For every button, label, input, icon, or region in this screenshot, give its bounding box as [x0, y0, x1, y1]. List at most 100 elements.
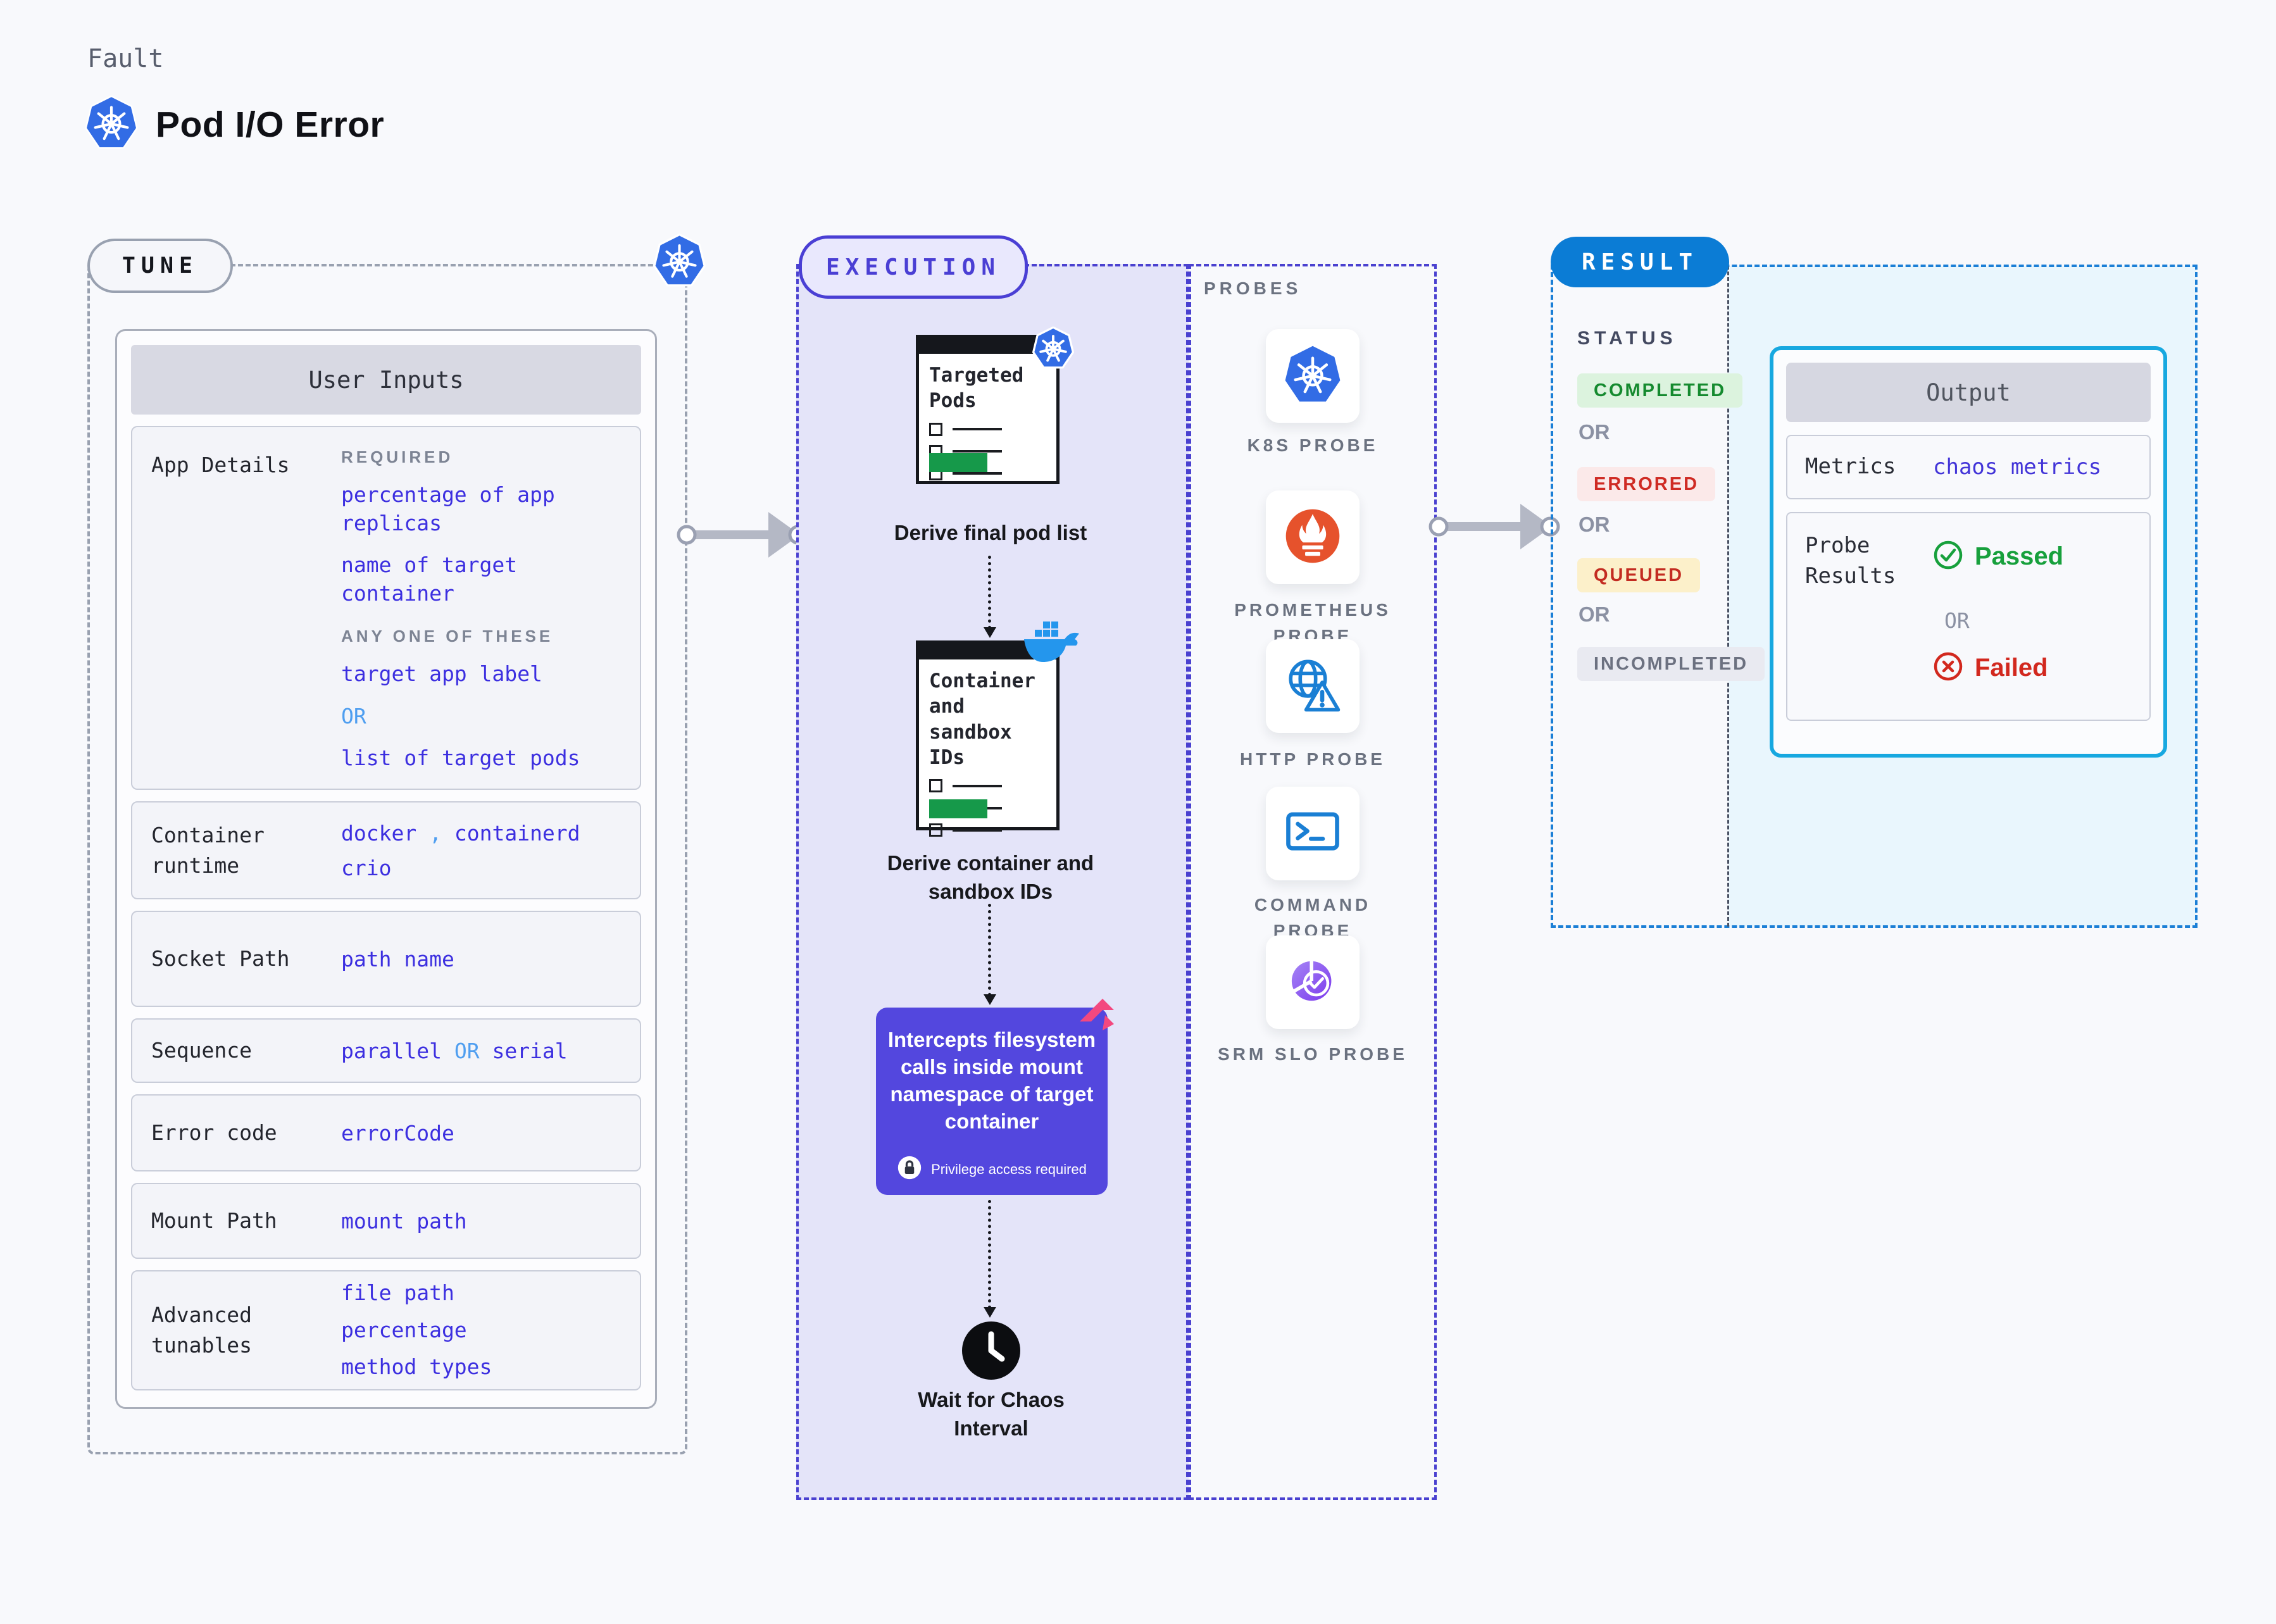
flow-arrow-icon	[1428, 489, 1561, 568]
probe-label: HTTP PROBE	[1240, 749, 1385, 769]
status-badge-queued: QUEUED	[1577, 558, 1701, 592]
container-runtime-row: Container runtime docker , containerd cr…	[131, 801, 641, 899]
probe-label: PROMETHEUS PROBE	[1234, 600, 1391, 646]
checklist-item	[929, 823, 1056, 837]
clock-icon	[961, 1320, 1022, 1384]
progress-bar	[929, 453, 987, 472]
execution-badge: EXECUTION	[799, 235, 1028, 299]
failed-text: Failed	[1975, 654, 2048, 682]
probe-label: SRM SLO PROBE	[1218, 1044, 1408, 1064]
app-details-row: App Details REQUIRED percentage of app r…	[131, 426, 641, 790]
result-section	[1551, 265, 2198, 928]
probe-card	[1266, 787, 1360, 880]
container-sandbox-ids-card: Container and sandbox IDs	[916, 640, 1060, 837]
card-title: Container and sandbox IDs	[929, 670, 1035, 769]
kubernetes-icon	[85, 95, 138, 154]
targeted-pods-card: Targeted Pods	[916, 335, 1060, 484]
required-caption: REQUIRED	[341, 447, 454, 466]
probe-result-failed: Failed	[1933, 651, 2048, 685]
input-value: list of target pods	[341, 746, 580, 771]
row-label: Metrics	[1805, 454, 1896, 480]
fault-eyebrow: Fault	[87, 44, 164, 73]
docker-icon	[1020, 620, 1084, 673]
row-label: App Details	[151, 453, 290, 477]
flow-connector	[984, 556, 996, 638]
status-badge-incompleted: INCOMPLETED	[1577, 647, 1765, 681]
probe-result-passed: Passed	[1933, 540, 2063, 573]
input-value: percentage	[341, 1317, 467, 1342]
probe-card	[1266, 935, 1360, 1029]
metrics-row: Metrics chaos metrics	[1786, 435, 2151, 499]
kubernetes-icon	[1032, 326, 1075, 373]
probe-card	[1266, 639, 1360, 733]
step-caption: Wait for Chaos Interval	[918, 1388, 1065, 1440]
mount-path-row: Mount Path mount path	[131, 1183, 641, 1259]
probes-label: PROBES	[1204, 278, 1302, 298]
fault-injection-step: Intercepts filesystem calls inside mount…	[876, 1008, 1108, 1195]
prometheus-icon	[1284, 507, 1342, 568]
input-value: percentage of app replicas	[341, 482, 555, 535]
page-title: Pod I/O Error	[156, 104, 385, 145]
row-label: Advanced tunables	[151, 1302, 252, 1358]
probes-section	[1189, 264, 1437, 1500]
any-one-caption: ANY ONE OF THESE	[341, 627, 554, 646]
row-label: Probe Results	[1805, 533, 1896, 589]
passed-text: Passed	[1975, 542, 2064, 570]
input-value: docker , containerd	[341, 820, 580, 846]
flow-connector	[984, 904, 996, 1005]
step-description: Intercepts filesystem calls inside mount…	[887, 1028, 1096, 1133]
result-badge: RESULT	[1551, 237, 1729, 287]
status-badge-completed: COMPLETED	[1577, 373, 1743, 408]
input-value: target app label	[341, 661, 542, 687]
probe-card	[1266, 329, 1360, 423]
or-separator: OR	[341, 703, 366, 728]
terminal-icon	[1283, 803, 1342, 865]
status-badge-errored: ERRORED	[1577, 467, 1716, 501]
flow-connector	[984, 1200, 996, 1318]
row-label: Container runtime	[151, 822, 265, 878]
privilege-note: Privilege access required	[876, 1155, 1108, 1184]
step-caption: Derive container and sandbox IDs	[887, 851, 1094, 903]
sequence-row: Sequence parallel OR serial	[131, 1018, 641, 1083]
checklist-item	[929, 422, 1056, 436]
row-label: Sequence	[151, 1038, 252, 1063]
status-label: STATUS	[1577, 328, 1677, 349]
progress-bar	[929, 799, 987, 818]
x-circle-icon	[1933, 651, 1963, 685]
probe-label: K8S PROBE	[1247, 435, 1379, 455]
privilege-note-text: Privilege access required	[931, 1161, 1087, 1177]
or-separator: OR	[1944, 608, 1970, 633]
tune-badge: TUNE	[87, 239, 233, 293]
metrics-value: chaos metrics	[1933, 454, 2102, 480]
input-value: path name	[341, 946, 454, 971]
socket-path-row: Socket Path path name	[131, 911, 641, 1007]
advanced-tunables-row: Advanced tunables file path percentage m…	[131, 1270, 641, 1390]
output-title: Output	[1786, 363, 2151, 422]
lock-icon	[897, 1155, 922, 1184]
probe-card	[1266, 490, 1360, 584]
result-divider	[1727, 266, 1729, 927]
output-card: Output Metrics chaos metrics Probe Resul…	[1770, 346, 2167, 758]
input-value: name of target container	[341, 553, 518, 606]
card-title: Targeted Pods	[929, 364, 1024, 413]
error-code-row: Error code errorCode	[131, 1094, 641, 1171]
check-circle-icon	[1933, 540, 1963, 573]
flow-arrow-icon	[676, 497, 809, 576]
http-globe-warning-icon	[1283, 655, 1342, 718]
probe-results-row: Probe Results Passed OR	[1786, 512, 2151, 721]
input-value: file path	[341, 1280, 454, 1306]
row-label: Error code	[151, 1120, 277, 1146]
litmus-chaos-icon	[1077, 996, 1116, 1039]
input-value: mount path	[341, 1208, 467, 1234]
input-value: parallel OR serial	[341, 1038, 568, 1063]
or-separator: OR	[1579, 420, 1610, 444]
input-value: errorCode	[341, 1120, 454, 1146]
tune-section	[87, 264, 687, 1454]
input-value: crio	[341, 855, 392, 880]
kubernetes-icon	[653, 234, 706, 291]
user-inputs-title: User Inputs	[131, 345, 641, 415]
slo-pie-check-icon	[1284, 952, 1342, 1013]
or-separator: OR	[1579, 603, 1610, 626]
user-inputs-card: User Inputs App Details REQUIRED percent…	[115, 329, 657, 1409]
kubernetes-icon	[1284, 345, 1342, 408]
